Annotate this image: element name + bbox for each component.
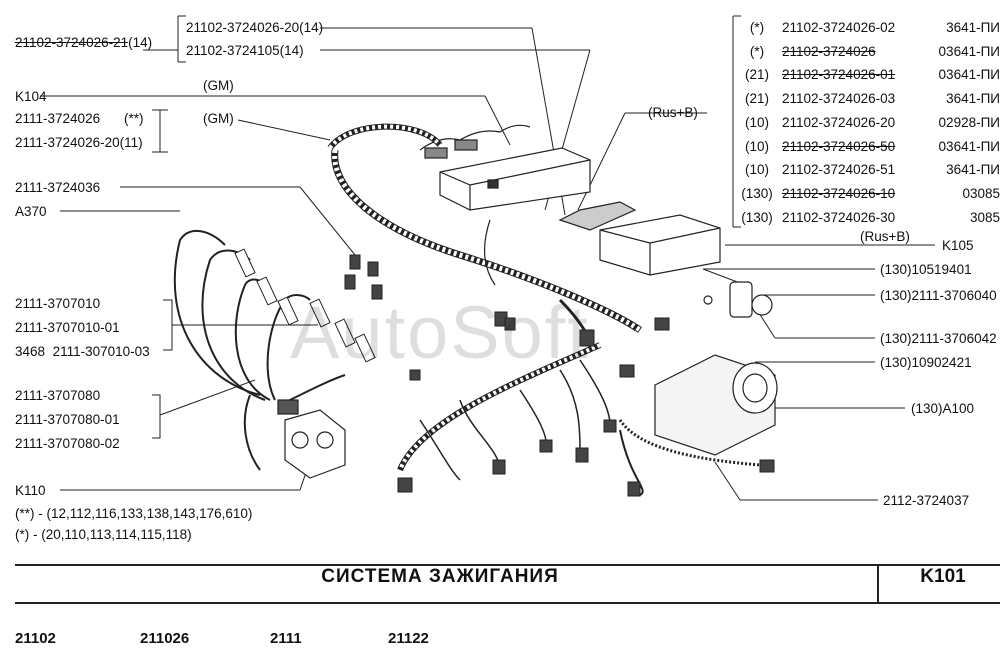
table-row: (21) 21102-3724026-01 03641-ПИ — [738, 67, 1000, 83]
row-mark: (10) — [744, 114, 769, 130]
note-2star: (**) - (12,112,116,133,138,143,176,610) — [15, 506, 253, 521]
connectors — [344, 254, 775, 497]
table-row: (*) 21102-3724026 03641-ПИ — [738, 44, 1000, 60]
row-code: 3641-ПИ — [946, 162, 1000, 178]
label-k104: K104 — [15, 89, 47, 104]
table-row: (10) 21102-3724026-20 02928-ПИ — [738, 115, 1000, 131]
row-code: 03641-ПИ — [938, 67, 1000, 83]
label-coil1: 2111-3707010 — [15, 296, 101, 311]
label-2111-3724036: 2111-3724036 — [15, 180, 101, 195]
row-code: 03641-ПИ — [938, 138, 1000, 154]
row-mark: (130) — [741, 209, 773, 225]
row-code: 02928-ПИ — [938, 114, 1000, 130]
table-row: (*) 21102-3724026-02 3641-ПИ — [738, 20, 1000, 36]
label-mark-2star: (**) — [124, 111, 144, 126]
row-mark: (10) — [744, 138, 769, 154]
row-code: 03085 — [962, 185, 1000, 201]
row-code: 03641-ПИ — [938, 43, 1000, 59]
label-wire2: 2111-3707080-01 — [15, 412, 120, 427]
label-2111-3706040: (130)2111-3706040 — [880, 288, 997, 303]
ecu-gm — [419, 124, 591, 211]
label-2111-3724026: 2111-3724026 — [15, 111, 101, 126]
bracket-coils — [163, 299, 173, 351]
label-rusb2: (Rus+B) — [860, 229, 910, 244]
row-mark: (21) — [744, 91, 769, 107]
label-bracket1: 21102-3724026-20(14) — [186, 20, 324, 35]
bracket-top — [177, 15, 186, 63]
row-mark: (21) — [744, 67, 769, 83]
row-part: 21102-3724026-02 — [782, 20, 896, 35]
model-4: 21122 — [388, 630, 429, 647]
sensor-assembly — [654, 281, 778, 456]
row-part: 21102-3724026-50 — [782, 138, 896, 154]
label-2111-3724026-20: 2111-3724026-20(11) — [15, 135, 143, 150]
row-mark: (130) — [741, 185, 773, 201]
row-mark: (10) — [744, 162, 769, 178]
label-10902421: (130)10902421 — [880, 355, 972, 370]
label-coil3: 3468 2111-307010-03 — [15, 344, 150, 359]
table-row: (10) 21102-3724026-50 03641-ПИ — [738, 139, 1000, 155]
harness — [327, 123, 761, 496]
spark-plugs — [234, 248, 376, 363]
section-code: K101 — [920, 566, 966, 587]
bracket-026 — [152, 109, 168, 153]
label-2112-3724037: 2112-3724037 — [883, 493, 970, 508]
row-code: 3641-ПИ — [946, 91, 1000, 107]
model-3: 2111 — [270, 630, 302, 647]
label-wire3: 2111-3707080-02 — [15, 436, 120, 451]
model-1: 21102 — [15, 630, 56, 647]
row-part: 21102-3724026-10 — [782, 185, 896, 201]
label-a370: A370 — [15, 204, 47, 219]
table-row: (21) 21102-3724026-03 3641-ПИ — [738, 91, 1000, 107]
label-rusb1: (Rus+B) — [648, 105, 698, 120]
label-wire1: 2111-3707080 — [15, 388, 101, 403]
label-gm2: (GM) — [203, 111, 234, 126]
spark-wires — [173, 230, 346, 471]
label-bracket2: 21102-3724105(14) — [186, 43, 304, 58]
label-a100: (130)A100 — [911, 401, 975, 416]
model-2: 211026 — [140, 630, 190, 647]
row-part: 21102-3724026-30 — [782, 209, 896, 225]
label-k105: K105 — [942, 238, 974, 253]
row-part: 21102-3724026-51 — [782, 162, 896, 178]
ecu-rusb — [558, 201, 721, 276]
row-part: 21102-3724026-03 — [782, 91, 896, 107]
row-part: 21102-3724026 — [782, 43, 876, 59]
label-10519401: (130)10519401 — [880, 262, 972, 277]
ignition-module — [277, 399, 346, 479]
page-title: СИСТЕМА ЗАЖИГАНИЯ — [321, 566, 559, 587]
row-part: 21102-3724026-20 — [782, 114, 896, 130]
row-code: 3085 — [969, 209, 1000, 225]
table-row: (10) 21102-3724026-51 3641-ПИ — [738, 162, 1000, 178]
label-top-part: 21102-3724026-21(14) — [15, 35, 153, 50]
label-gm1: (GM) — [203, 78, 234, 93]
row-code: 3641-ПИ — [946, 20, 1000, 35]
label-coil2: 2111-3707010-01 — [15, 320, 120, 335]
table-row: (130) 21102-3724026-30 3085 — [738, 210, 1000, 226]
row-mark: (*) — [749, 43, 765, 59]
label-2111-3706042: (130)2111-3706042 — [880, 331, 997, 346]
row-mark: (*) — [749, 20, 765, 35]
row-part: 21102-3724026-01 — [782, 67, 896, 83]
label-k110: K110 — [15, 483, 46, 498]
table-row: (130) 21102-3724026-10 03085 — [738, 186, 1000, 202]
note-1star: (*) - (20,110,113,114,115,118) — [15, 527, 192, 542]
